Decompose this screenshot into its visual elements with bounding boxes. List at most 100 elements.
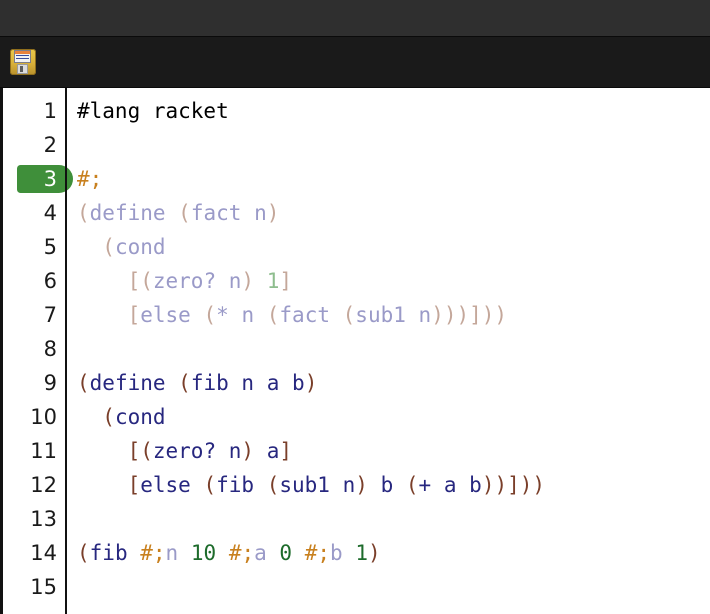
- line-number-cell[interactable]: 2: [3, 128, 65, 162]
- code-line-text[interactable]: (cond: [65, 400, 710, 434]
- line-number-cell[interactable]: 4: [3, 196, 65, 230]
- line-number-marked[interactable]: 3: [3, 162, 73, 196]
- code-token: [: [127, 303, 141, 327]
- line-number: 6: [43, 268, 57, 293]
- line-number: 13: [30, 506, 57, 531]
- code-token: [(: [127, 439, 153, 463]
- code-line[interactable]: 1 #lang racket: [3, 94, 710, 128]
- code-line[interactable]: 8: [3, 332, 710, 366]
- code-token: [216, 439, 229, 463]
- code-line-text[interactable]: (fib #;n 10 #;a 0 #;b 1): [65, 536, 710, 570]
- window-titlebar: [0, 0, 710, 36]
- line-number-cell[interactable]: 8: [3, 332, 65, 366]
- code-line-text[interactable]: [else (fib (sub1 n) b (+ a b))])): [65, 468, 710, 502]
- code-line-text[interactable]: [else (* n (fact (sub1 n)))])): [65, 298, 710, 332]
- code-token: (: [342, 303, 356, 327]
- code-token: fib: [89, 541, 128, 565]
- code-token: [406, 303, 419, 327]
- code-line[interactable]: 12 [else (fib (sub1 n) b (+ a b))])): [3, 468, 710, 502]
- code-line-text[interactable]: (define (fact n): [65, 196, 710, 230]
- line-number-cell[interactable]: 1: [3, 94, 65, 128]
- code-token: [254, 439, 267, 463]
- code-token: [241, 201, 254, 225]
- code-line-text[interactable]: #lang racket: [65, 94, 710, 128]
- code-line[interactable]: 3#;: [3, 162, 710, 196]
- code-line[interactable]: 10 (cond: [3, 400, 710, 434]
- save-button[interactable]: [6, 45, 40, 79]
- code-token: [77, 269, 128, 293]
- code-token: [267, 541, 280, 565]
- code-line-text[interactable]: [(zero? n) 1]: [65, 264, 710, 298]
- code-token: [77, 473, 128, 497]
- code-token: [292, 541, 305, 565]
- code-token: *: [216, 303, 229, 327]
- line-number-cell[interactable]: 14: [3, 536, 65, 570]
- code-token: 10: [190, 541, 217, 565]
- code-token: (: [266, 473, 280, 497]
- code-line-text[interactable]: [(zero? n) a]: [65, 434, 710, 468]
- code-line[interactable]: 15: [3, 570, 710, 604]
- code-token: ): [241, 269, 255, 293]
- code-token: #;: [304, 541, 331, 565]
- code-line[interactable]: 9(define (fib n a b): [3, 366, 710, 400]
- floppy-shutter: [17, 64, 28, 74]
- line-number-cell[interactable]: 10: [3, 400, 65, 434]
- code-token: (: [405, 473, 419, 497]
- code-token: fact: [190, 201, 242, 225]
- code-token: 1: [355, 541, 368, 565]
- line-number-cell[interactable]: 11: [3, 434, 65, 468]
- line-number: 8: [43, 336, 57, 361]
- code-line[interactable]: 4 (define (fact n): [3, 196, 710, 230]
- code-token: ): [304, 371, 318, 395]
- code-token: n: [228, 439, 242, 463]
- code-line-text[interactable]: (define (fib n a b): [65, 366, 710, 400]
- gutter-divider: [65, 88, 67, 614]
- code-line[interactable]: 2: [3, 128, 710, 162]
- code-line[interactable]: 11 [(zero? n) a]: [3, 434, 710, 468]
- code-token: #;: [228, 541, 255, 565]
- code-token: [77, 405, 102, 429]
- code-token: )))]): [431, 303, 495, 327]
- code-token: ): [266, 201, 280, 225]
- line-number: 4: [43, 200, 57, 225]
- line-number-cell[interactable]: 12: [3, 468, 65, 502]
- code-token: ): [368, 541, 381, 565]
- code-token: n: [165, 541, 179, 565]
- line-number-cell[interactable]: 9: [3, 366, 65, 400]
- code-line[interactable]: 7 [else (* n (fact (sub1 n)))])): [3, 298, 710, 332]
- code-token: define: [89, 201, 166, 225]
- code-token: 0: [279, 541, 293, 565]
- code-line[interactable]: 13: [3, 502, 710, 536]
- line-number: 14: [30, 540, 57, 565]
- code-token: n: [241, 303, 255, 327]
- code-token: [330, 303, 343, 327]
- code-token: [254, 371, 267, 395]
- code-line[interactable]: 14(fib #;n 10 #;a 0 #;b 1): [3, 536, 710, 570]
- code-token: sub1: [279, 473, 330, 497]
- code-line-text[interactable]: #;: [65, 162, 710, 196]
- line-number-cell[interactable]: 13: [3, 502, 65, 536]
- line-number: 15: [30, 574, 57, 599]
- code-token: (: [77, 541, 90, 565]
- code-line[interactable]: 5 (cond: [3, 230, 710, 264]
- line-number-cell[interactable]: 15: [3, 570, 65, 604]
- code-line-text[interactable]: (cond: [65, 230, 710, 264]
- code-token: #lang racket: [77, 99, 229, 123]
- code-token: a: [254, 541, 267, 565]
- code-token: [457, 473, 470, 497]
- code-line[interactable]: 6 [(zero? n) 1]: [3, 264, 710, 298]
- code-token: sub1: [355, 303, 406, 327]
- code-token: [191, 303, 204, 327]
- code-token: [77, 303, 128, 327]
- line-number-cell[interactable]: 5: [3, 230, 65, 264]
- code-token: [166, 201, 179, 225]
- code-token: [77, 439, 128, 463]
- code-token: n: [228, 269, 242, 293]
- code-token: [216, 541, 229, 565]
- code-token: [279, 371, 292, 395]
- line-number-cell[interactable]: 7: [3, 298, 65, 332]
- line-number-cell[interactable]: 6: [3, 264, 65, 298]
